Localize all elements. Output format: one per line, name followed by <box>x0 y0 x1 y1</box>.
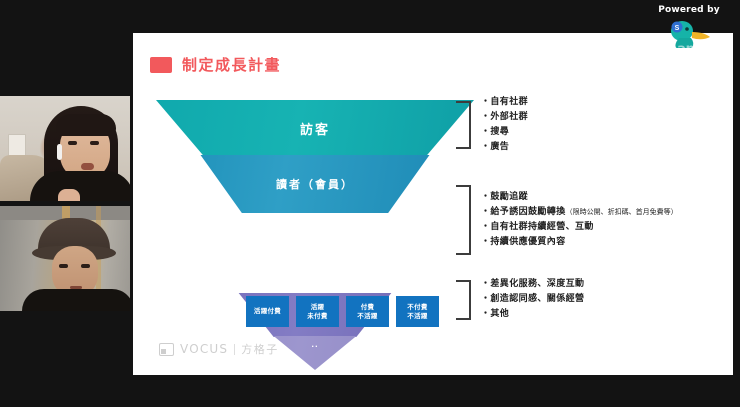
funnel-segment-reader: 讀者（會員） <box>200 155 430 213</box>
mouth <box>70 286 82 289</box>
segment-box: 不付費不活躍 <box>396 296 439 327</box>
bullet-list: ・差異化服務、深度互動 ・創造認同感、關係經營 ・其他 <box>481 277 584 322</box>
eye-left <box>68 141 77 145</box>
segment-box: 付費不活躍 <box>346 296 389 327</box>
bullet-note: （限時公開、折扣碼、首月免費等） <box>565 208 678 216</box>
eye-right <box>90 141 99 145</box>
hand <box>58 189 80 201</box>
svg-text:S: S <box>675 25 680 32</box>
bullet-text: 持續供應優質內容 <box>490 237 566 247</box>
segment-box-line1: 不付費 <box>407 302 428 311</box>
bullet-item: ・給予誘因鼓勵轉換（限時公開、折扣碼、首月免費等） <box>481 207 678 217</box>
funnel-segment-tip-label: ·· <box>311 343 319 351</box>
vocus-logo: VOCUS 方格子 <box>159 341 279 357</box>
bracket-icon <box>456 279 471 320</box>
tactic-group-reader: ・鼓勵追蹤 ・給予誘因鼓勵轉換（限時公開、折扣碼、首月免費等） ・自有社群持續經… <box>456 185 678 255</box>
streamyard-watermark: Powered by S StreamYard <box>646 4 732 57</box>
bullet-text: 搜尋 <box>490 127 510 137</box>
eye-left <box>59 264 68 268</box>
bullet-item: ・自有社群持續經營、互動 <box>481 222 594 232</box>
streamyard-brand-label: StreamYard <box>647 42 731 57</box>
segment-box-line2: 不活躍 <box>357 311 378 320</box>
bullet-text: 鼓勵追蹤 <box>490 192 529 202</box>
logo-divider <box>234 343 236 355</box>
bullet-list: ・鼓勵追蹤 ・給予誘因鼓勵轉換（限時公開、折扣碼、首月免費等） ・自有社群持續經… <box>481 190 678 250</box>
bullet-text: 給予誘因鼓勵轉換 <box>490 207 566 217</box>
funnel-segment-visitor: 訪客 <box>156 100 474 156</box>
funnel-segment-reader-label: 讀者（會員） <box>276 178 354 191</box>
segment-box-line1: 活躍付費 <box>253 307 282 315</box>
wall-switch <box>8 134 26 156</box>
tactic-group-visitor: ・自有社群 ・外部社群 ・搜尋 ・廣告 <box>456 95 528 155</box>
duck-logo-icon: S <box>646 18 732 48</box>
eye-right <box>81 264 90 268</box>
bullet-item: ・搜尋 <box>481 127 510 137</box>
segment-box-line1: 活躍 <box>310 302 325 311</box>
vocus-chinese-name: 方格子 <box>241 343 279 356</box>
bullet-item: ・自有社群 <box>481 97 529 107</box>
bullet-text: 其他 <box>490 309 510 319</box>
participant-tile-2[interactable] <box>0 206 130 311</box>
bullet-item: ・鼓勵追蹤 <box>481 192 529 202</box>
bangs <box>56 114 116 136</box>
mouth <box>81 163 94 170</box>
participant-video-1 <box>0 96 130 201</box>
bullet-item: ・其他 <box>481 309 510 319</box>
slide-title: 制定成長計畫 <box>182 56 282 74</box>
participant-tile-1[interactable] <box>0 96 130 201</box>
bullet-item: ・外部社群 <box>481 112 529 122</box>
bullet-item: ・持續供應優質內容 <box>481 237 566 247</box>
bracket-icon <box>456 101 471 149</box>
bullet-item: ・差異化服務、深度互動 <box>481 279 585 289</box>
title-chip-icon <box>150 56 172 73</box>
slide-title-row: 制定成長計畫 <box>150 54 281 75</box>
bullet-text: 外部社群 <box>490 112 529 122</box>
bullet-list: ・自有社群 ・外部社群 ・搜尋 ・廣告 <box>481 95 528 155</box>
segment-box-row: 活躍付費 活躍未付費 付費不活躍 不付費不活躍 <box>246 296 439 327</box>
segment-box: 活躍未付費 <box>296 296 339 327</box>
earbud-icon <box>57 144 62 160</box>
segment-box-line2: 未付費 <box>307 311 328 320</box>
bullet-text: 差異化服務、深度互動 <box>490 279 585 289</box>
powered-by-label: Powered by <box>658 5 720 15</box>
segment-box-line2: 不活躍 <box>407 311 428 320</box>
tactic-group-fan: ・差異化服務、深度互動 ・創造認同感、關係經營 ・其他 <box>456 277 584 322</box>
bullet-text: 自有社群 <box>490 97 529 107</box>
bullet-item: ・廣告 <box>481 142 510 152</box>
torso <box>30 171 130 201</box>
bullet-text: 自有社群持續經營、互動 <box>490 222 594 232</box>
bullet-text: 創造認同感、關係經營 <box>490 294 585 304</box>
bracket-icon <box>456 185 471 255</box>
vocus-mark-icon <box>159 342 174 356</box>
bullet-text: 廣告 <box>490 142 510 152</box>
segment-box: 活躍付費 <box>246 296 289 327</box>
participant-video-2 <box>0 206 130 311</box>
funnel-segment-visitor-label: 訪客 <box>299 122 330 138</box>
bullet-item: ・創造認同感、關係經營 <box>481 294 585 304</box>
torso <box>22 289 130 311</box>
segment-box-line1: 付費 <box>360 302 375 311</box>
vocus-wordmark: VOCUS <box>180 342 229 356</box>
